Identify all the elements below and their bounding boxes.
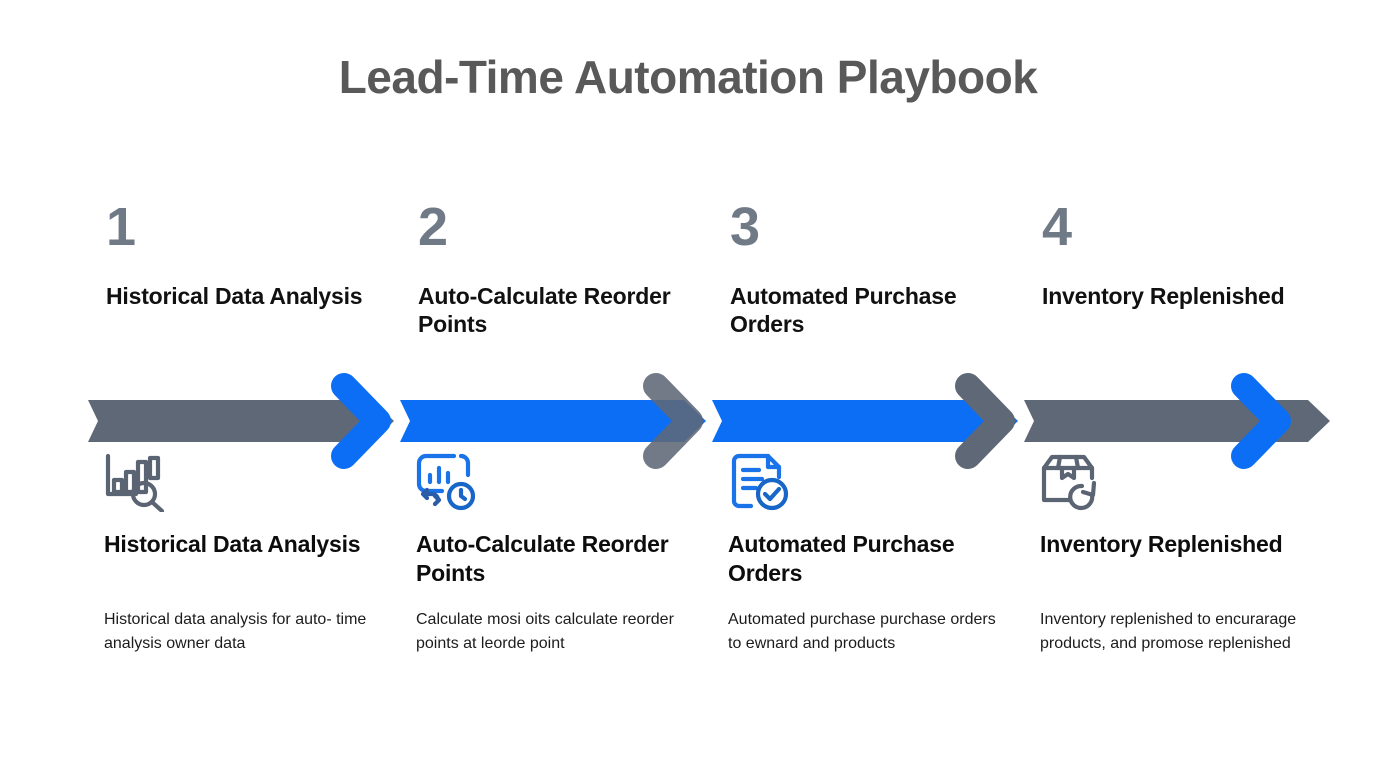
step-heading-bottom-4: Inventory Replenished xyxy=(1040,531,1283,557)
box-refresh-icon xyxy=(1038,450,1104,512)
step-number-4: 4 xyxy=(1042,197,1073,257)
step-heading-bottom-3: Automated Purchase Orders xyxy=(728,531,955,586)
arrow-segment-1 xyxy=(88,400,394,442)
chart-clock-sync-icon xyxy=(414,450,480,512)
chevron-4-icon xyxy=(1228,372,1306,470)
arrow-segment-3 xyxy=(712,400,1018,442)
step-body-1: Historical data analysis for auto- time … xyxy=(104,611,367,652)
step-heading-top-1: Historical Data Analysis xyxy=(106,283,363,309)
chevron-2-icon xyxy=(640,372,718,470)
step-heading-top-2: Auto-Calculate Reorder Points xyxy=(418,283,671,338)
chevron-3-icon xyxy=(952,372,1030,470)
step-heading-top-4: Inventory Replenished xyxy=(1042,283,1285,309)
step-number-1: 1 xyxy=(106,197,137,257)
page-title: Lead-Time Automation Playbook xyxy=(338,51,1038,103)
arrow-segment-2 xyxy=(400,400,706,442)
step-heading-bottom-2: Auto-Calculate Reorder Points xyxy=(416,531,669,586)
step-body-4: Inventory replenished to encurarage prod… xyxy=(1040,611,1297,652)
step-body-2: Calculate mosi oits calculate reorder po… xyxy=(416,611,674,652)
step-number-3: 3 xyxy=(730,197,761,257)
process-arrow-band xyxy=(88,372,1298,482)
process-steps: 1 Historical Data Analysis Historical Da… xyxy=(88,200,1298,700)
step-heading-bottom-1: Historical Data Analysis xyxy=(104,531,361,557)
step-heading-top-3: Automated Purchase Orders xyxy=(730,283,957,338)
bar-chart-magnifier-icon xyxy=(102,450,168,512)
step-body-3: Automated purchase purchase orders to ew… xyxy=(728,611,996,652)
document-check-icon xyxy=(726,450,792,512)
chevron-1-icon xyxy=(328,372,406,470)
step-number-2: 2 xyxy=(418,197,449,257)
